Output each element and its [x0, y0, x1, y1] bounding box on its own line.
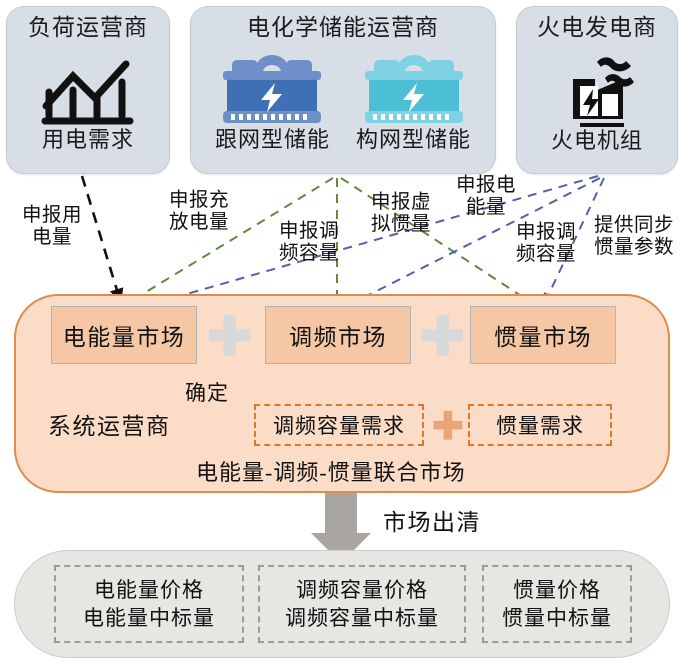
result-line-price: 调频容量价格	[296, 577, 428, 602]
edge-label-bid-freq-capacity-2: 申报调 频容量	[515, 222, 576, 265]
result-line-quantity: 调频容量中标量	[285, 606, 439, 630]
requirement-box-inertia: 惯量需求	[468, 404, 612, 446]
actor-sub-label: 火电机组	[550, 128, 643, 154]
thermal-plant-icon	[547, 53, 647, 129]
result-line-price: 电能量价格	[94, 577, 204, 602]
actor-title: 火电发电商	[537, 15, 657, 40]
edge-label-bid-energy-demand: 申报用 电量	[21, 205, 82, 248]
actor-sub-load-demand: 用电需求	[40, 54, 136, 159]
actor-sub-label: 构网型储能	[356, 127, 472, 153]
actor-icons: 跟网型储能	[191, 40, 495, 173]
plus-icon-requirements: ✚	[432, 406, 464, 448]
plus-icon-freq-inertia: ✚	[420, 307, 466, 367]
actor-card-thermal: 火电发电商 火电机组	[516, 6, 678, 174]
edge-label-bid-charge-discharge: 申报充 放电量	[168, 190, 229, 233]
actor-title: 电化学储能运营商	[247, 15, 439, 40]
clearing-results-panel	[14, 550, 670, 658]
actor-sub-grid-forming: 构网型储能	[356, 54, 471, 159]
actor-icons: 火电机组	[517, 40, 677, 173]
edge-label-provide-sync-inertia: 提供同步 惯量参数	[593, 215, 674, 258]
actor-icons: 用电需求	[7, 40, 169, 173]
battery-blue-icon	[215, 54, 329, 128]
actor-card-load: 负荷运营商 用电需求	[6, 6, 170, 174]
system-operator-label: 系统运营商	[48, 414, 171, 439]
edge-label-bid-freq-capacity-1: 申报调 频容量	[278, 221, 339, 264]
result-line-quantity: 电能量中标量	[83, 606, 215, 630]
battery-cyan-icon	[357, 54, 471, 128]
market-box-frequency[interactable]: 调频市场	[265, 306, 411, 364]
actor-sub-label: 用电需求	[41, 127, 134, 153]
market-box-inertia[interactable]: 惯量市场	[470, 306, 616, 364]
determine-label: 确定	[185, 381, 229, 405]
result-box-inertia: 惯量价格 惯量中标量	[482, 565, 632, 643]
plus-icon-energy-freq: ✚	[207, 307, 253, 367]
result-line-quantity: 惯量中标量	[502, 606, 612, 630]
result-box-frequency: 调频容量价格 调频容量中标量	[258, 565, 466, 643]
edge-label-bid-electric-energy: 申报电 能量	[455, 175, 516, 218]
result-box-energy: 电能量价格 电能量中标量	[54, 565, 244, 643]
actor-sub-grid-following: 跟网型储能	[215, 54, 330, 159]
result-line-price: 惯量价格	[513, 577, 601, 602]
market-clearing-label: 市场出清	[383, 510, 481, 535]
joint-market-caption: 电能量-调频-惯量联合市场	[196, 460, 466, 485]
actor-title: 负荷运营商	[28, 15, 148, 40]
actor-sub-thermal-unit: 火电机组	[547, 53, 647, 160]
edge-label-bid-virtual-inertia: 申报虚 拟惯量	[370, 192, 431, 235]
market-box-energy[interactable]: 电能量市场	[51, 306, 197, 364]
requirement-box-freq-capacity: 调频容量需求	[254, 404, 424, 446]
actor-sub-label: 跟网型储能	[214, 127, 330, 153]
load-chart-icon	[40, 54, 136, 128]
actor-card-storage: 电化学储能运营商	[190, 6, 496, 174]
